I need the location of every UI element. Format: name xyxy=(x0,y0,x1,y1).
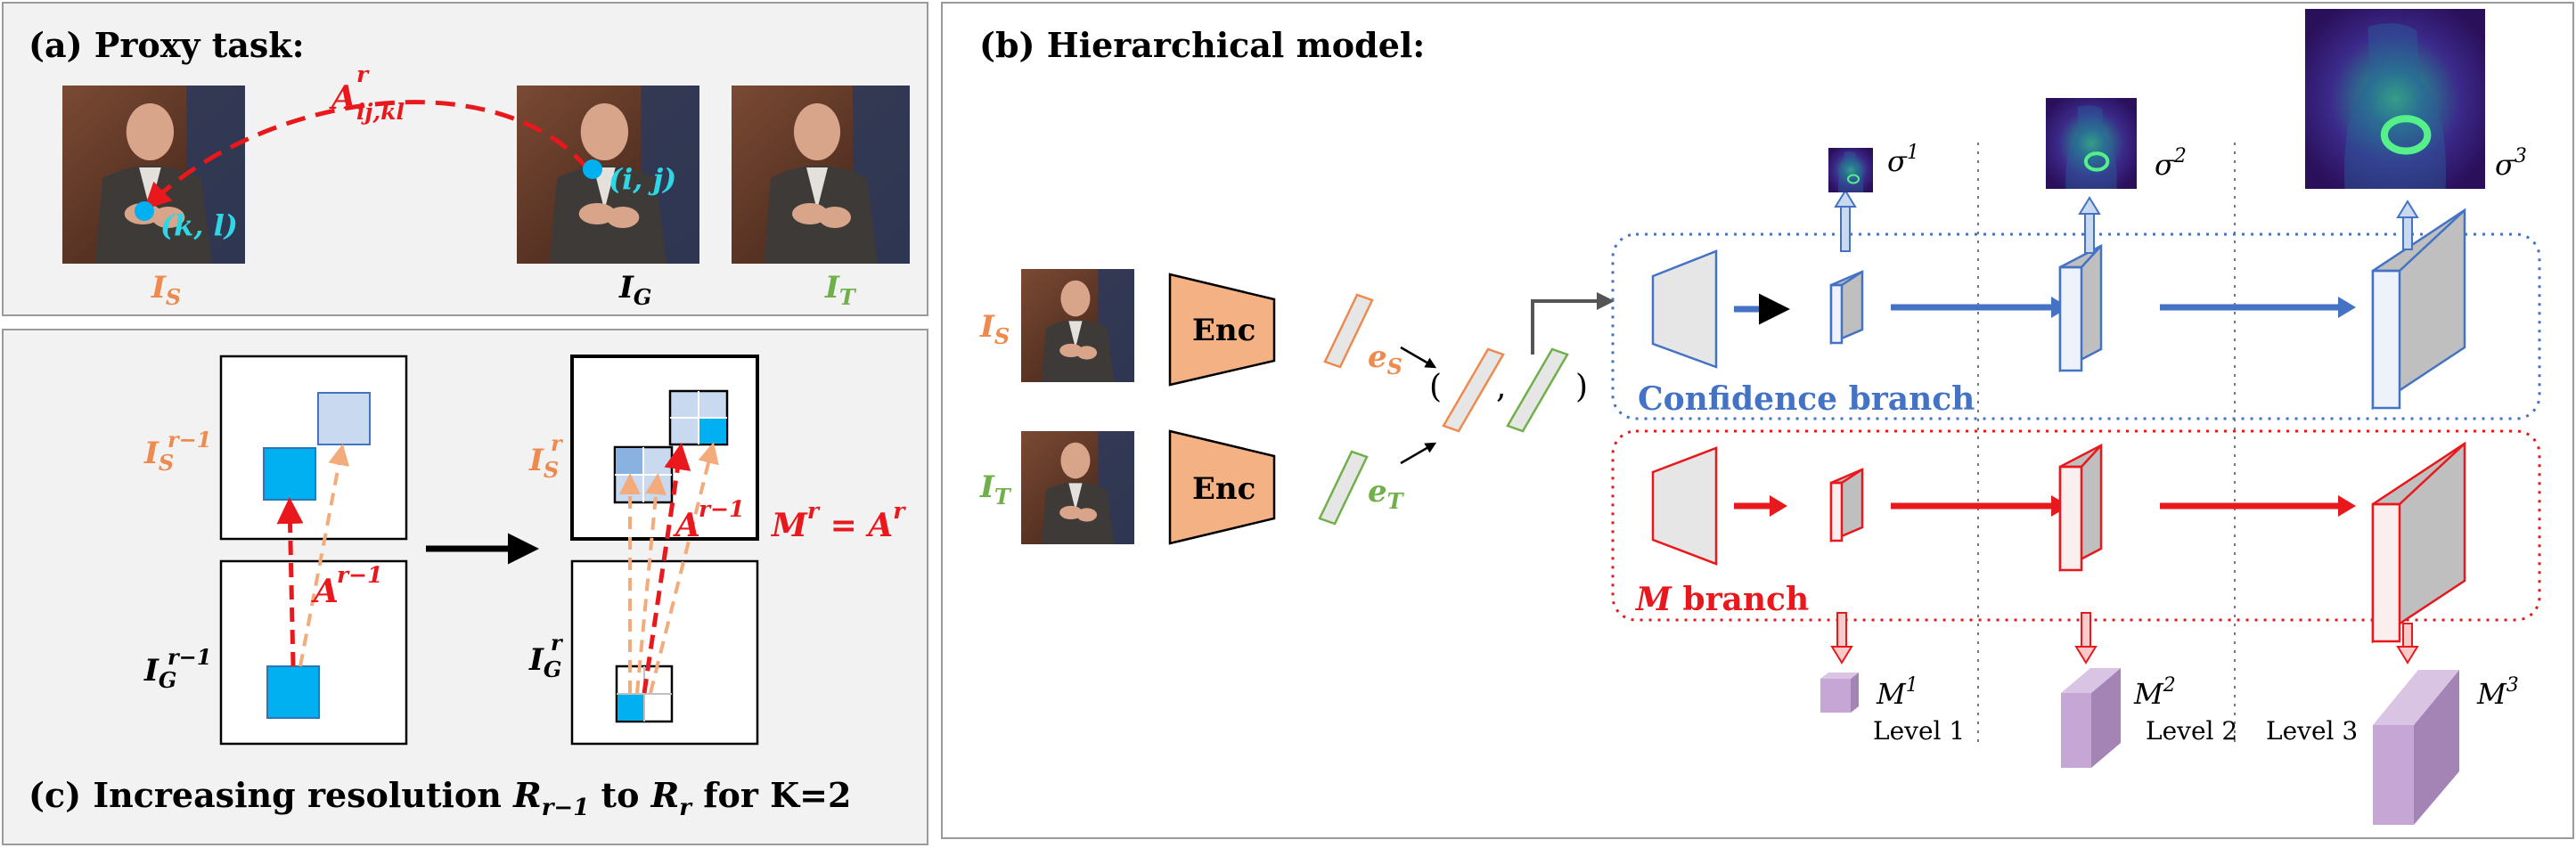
m-output-cube-1 xyxy=(1820,673,1859,713)
label-a-prev-sup: r−1 xyxy=(337,562,383,588)
point-source-label: (k, l) xyxy=(160,208,238,242)
arc-label-sup: r xyxy=(356,61,370,87)
concat-comma: , xyxy=(1496,369,1506,405)
input-target-label: IT xyxy=(979,469,1012,510)
cell-source-prev-light xyxy=(317,392,371,445)
label-is-cur: IS xyxy=(528,443,559,483)
arrow-es-concat xyxy=(1400,346,1437,369)
sigma-up-arrow-1 xyxy=(1834,189,1857,252)
label-ig-prev-sup: r−1 xyxy=(168,644,211,670)
label-a-cur: A xyxy=(673,507,700,544)
sigma-heatmap-1 xyxy=(1828,147,1874,193)
encoder-source xyxy=(1168,273,1276,387)
arrow-cur-orange-2 xyxy=(635,473,667,694)
m-decoder-input xyxy=(1651,446,1718,566)
label-is-cur-sup: r xyxy=(551,430,564,456)
label-a-prev: A xyxy=(311,573,339,610)
level-1-label: Level 1 xyxy=(1873,716,1965,746)
arc-label: Aij,kl xyxy=(329,79,405,125)
label-ig-cur: IG xyxy=(528,642,561,682)
panel-b-background xyxy=(941,2,2574,839)
subcell-highlight-upper xyxy=(699,419,726,444)
label-is-prev-sup: r−1 xyxy=(168,427,211,453)
arrow-to-branches xyxy=(1531,292,1615,355)
sigma-1-label: σ1 xyxy=(1887,142,1919,178)
arrow-cur-orange-3 xyxy=(649,442,719,694)
cell-guide-prev xyxy=(266,665,320,719)
m-output-2-label: M2 xyxy=(2133,674,2176,711)
concat-paren-close: ) xyxy=(1575,369,1588,405)
panel-c-title: (c) Increasing resolution Rr−1 to Rr for… xyxy=(29,775,851,821)
point-guide-dot xyxy=(583,159,602,179)
encoder-source-label: Enc xyxy=(1192,313,1255,348)
label-it: IT xyxy=(824,270,857,310)
panel-a: (a) Proxy task: Aij,kl r (k, l) (i, j) I… xyxy=(2,2,928,316)
arrow-prev-red xyxy=(276,497,304,667)
arrow-prev-orange xyxy=(298,444,350,667)
label-ig-cur-sup: r xyxy=(551,630,564,656)
panel-c-background xyxy=(2,329,928,845)
level-3-label: Level 3 xyxy=(2266,716,2358,746)
label-a-cur-sup: r−1 xyxy=(699,496,745,522)
sigma-up-arrow-3 xyxy=(2396,200,2419,250)
panel-a-title: (a) Proxy task: xyxy=(29,25,305,65)
input-source-thumb xyxy=(1021,269,1134,382)
level-2-label: Level 2 xyxy=(2146,716,2237,746)
panel-c: IS r−1 IG r−1 A r−1 IS r IG r A r−1 Mr =… xyxy=(2,329,928,845)
concat-embedding-t xyxy=(1506,347,1569,433)
m-output-1-label: M1 xyxy=(1876,674,1918,711)
input-target-thumb xyxy=(1021,431,1134,544)
m-feature-3 xyxy=(2371,441,2466,644)
image-target-thumb xyxy=(732,86,910,264)
correspondence-arc xyxy=(143,100,590,210)
m-output-cube-3 xyxy=(2373,670,2459,825)
point-source-dot xyxy=(135,201,154,221)
confidence-branch-label: Confidence branch xyxy=(1638,380,1975,418)
label-is: IS xyxy=(151,270,181,310)
cell-source-prev xyxy=(263,447,316,501)
subcell-guide-highlight xyxy=(617,695,643,721)
m-down-arrow-1 xyxy=(1830,612,1853,665)
confidence-feature-2 xyxy=(2058,243,2103,373)
concat-embedding-s xyxy=(1442,347,1505,433)
m-output-cube-2 xyxy=(2061,668,2121,768)
subcell-dark-lower xyxy=(616,448,643,475)
sigma-heatmap-3 xyxy=(2305,9,2485,189)
sigma-2-label: σ2 xyxy=(2155,145,2187,182)
panel-b-title: (b) Hierarchical model: xyxy=(979,25,1425,65)
embedding-target xyxy=(1318,450,1369,526)
confidence-branch-box xyxy=(1611,232,2541,420)
label-is-prev: IS xyxy=(143,436,174,476)
arrow-et-concat xyxy=(1400,442,1437,465)
confidence-feature-1 xyxy=(1829,270,1864,345)
label-ig-prev: IG xyxy=(143,653,176,693)
label-m-eq-a: Mr = Ar xyxy=(770,498,906,544)
grid-source-prev xyxy=(219,355,408,541)
sigma-up-arrow-2 xyxy=(2078,196,2101,254)
sigma-3-label: σ3 xyxy=(2495,145,2527,182)
embedding-source-label: eS xyxy=(1368,339,1402,379)
m-output-3-label: M3 xyxy=(2476,674,2519,711)
m-feature-2 xyxy=(2058,443,2103,573)
arrow-cur-red xyxy=(642,443,691,694)
m-branch-label: M branch xyxy=(1634,581,1809,618)
m-down-arrow-3 xyxy=(2396,623,2419,665)
embedding-source xyxy=(1323,293,1374,369)
label-ig: IG xyxy=(618,270,651,310)
encoder-target xyxy=(1168,429,1276,545)
panel-b: (b) Hierarchical model: IS IT Enc Enc eS… xyxy=(941,2,2574,839)
m-down-arrow-2 xyxy=(2074,612,2098,665)
confidence-feature-3 xyxy=(2371,208,2466,411)
input-source-label: IS xyxy=(979,309,1010,349)
sigma-heatmap-2 xyxy=(2046,98,2137,189)
point-guide-label: (i, j) xyxy=(609,162,676,196)
embedding-target-label: eT xyxy=(1368,474,1405,514)
m-feature-1 xyxy=(1829,468,1864,542)
concat-paren-open: ( xyxy=(1429,369,1442,405)
confidence-decoder-input xyxy=(1651,249,1718,369)
encoder-target-label: Enc xyxy=(1192,471,1255,507)
